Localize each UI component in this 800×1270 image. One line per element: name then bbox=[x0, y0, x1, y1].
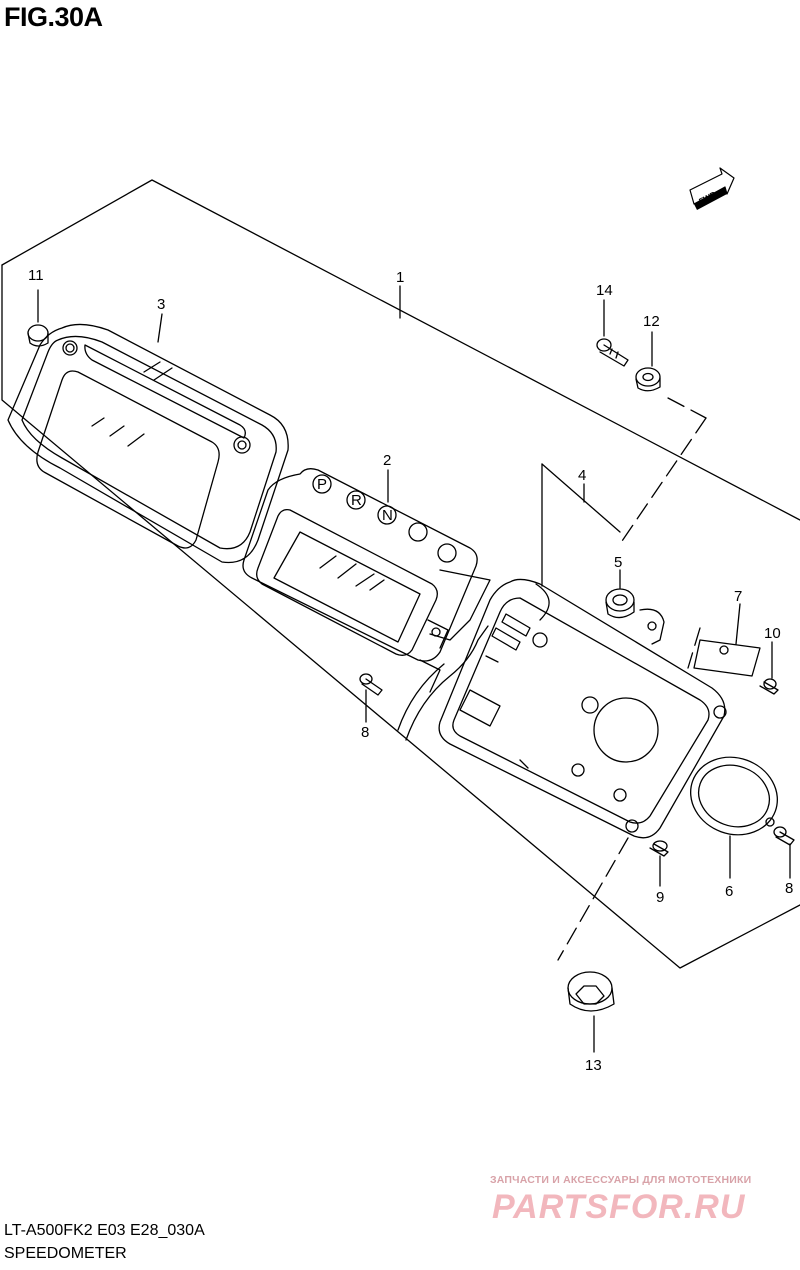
callout-3: 3 bbox=[157, 296, 165, 313]
indicator-panel bbox=[242, 468, 491, 741]
assembly-outline bbox=[1, 179, 800, 521]
screw-14 bbox=[596, 338, 629, 367]
assembly-guides bbox=[557, 397, 707, 961]
callout-2: 2 bbox=[383, 452, 391, 469]
watermark-logo: PARTSFOR.RU bbox=[492, 1188, 746, 1226]
screw-8-left bbox=[359, 673, 383, 696]
indicator-n: N bbox=[382, 507, 393, 524]
model-code: LT-A500FK2 E03 E28_030A bbox=[4, 1222, 205, 1239]
ring-gasket bbox=[690, 756, 778, 836]
indicator-r: R bbox=[351, 492, 362, 509]
assembly-outline-bottom bbox=[1, 264, 800, 969]
watermark-tagline: ЗАПЧАСТИ И АКСЕССУАРЫ ДЛЯ МОТОТЕХНИКИ bbox=[490, 1174, 752, 1186]
leader-lines bbox=[37, 285, 791, 1053]
bulb-socket bbox=[567, 971, 615, 1012]
callout-10: 10 bbox=[764, 625, 781, 642]
grommet bbox=[605, 588, 665, 645]
callout-8-right: 8 bbox=[785, 880, 793, 897]
washer bbox=[635, 367, 661, 392]
callout-6: 6 bbox=[725, 883, 733, 900]
cap-nut bbox=[27, 324, 49, 347]
indicator-p: P bbox=[317, 476, 327, 493]
figure-title: FIG.30A bbox=[4, 2, 103, 32]
callout-9: 9 bbox=[656, 889, 664, 906]
meter-case bbox=[438, 578, 727, 839]
callout-1: 1 bbox=[396, 269, 404, 286]
callout-7: 7 bbox=[734, 588, 742, 605]
screw-9 bbox=[649, 840, 669, 857]
bracket-plate bbox=[693, 639, 761, 677]
callout-5: 5 bbox=[614, 554, 622, 571]
callout-14: 14 bbox=[596, 282, 613, 299]
callout-8-left: 8 bbox=[361, 724, 369, 741]
meter-bezel bbox=[7, 323, 289, 564]
callout-4: 4 bbox=[578, 467, 586, 484]
callout-13: 13 bbox=[585, 1057, 602, 1074]
screw-10 bbox=[759, 678, 779, 695]
section-name: SPEEDOMETER bbox=[4, 1245, 127, 1262]
callout-12: 12 bbox=[643, 313, 660, 330]
screw-8-right bbox=[773, 826, 795, 846]
callout-11: 11 bbox=[28, 267, 44, 284]
fwd-arrow-icon bbox=[689, 167, 735, 210]
